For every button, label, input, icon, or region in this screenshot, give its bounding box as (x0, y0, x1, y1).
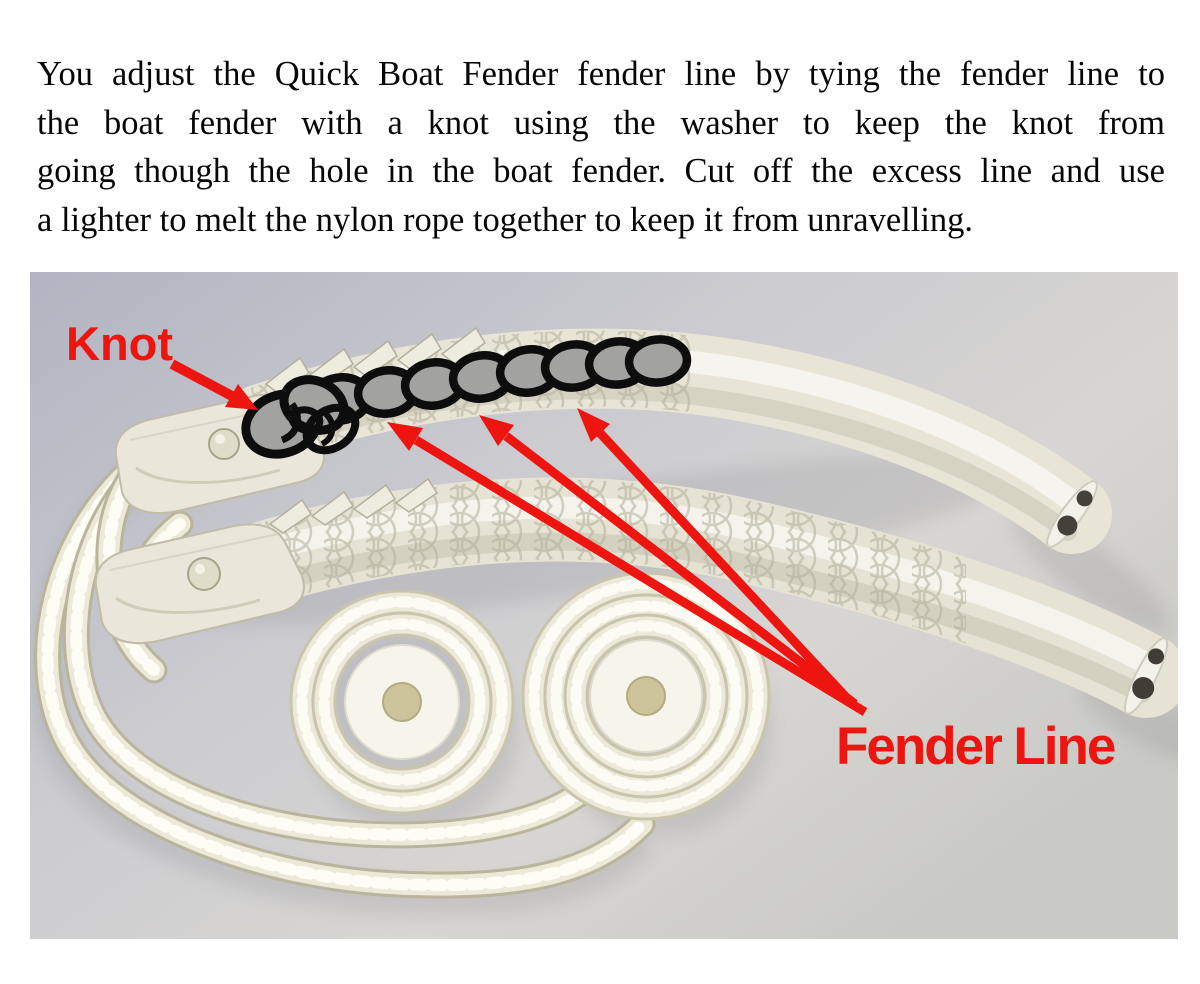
instruction-line-4: a lighter to melt the nylon rope togethe… (37, 200, 974, 239)
upper-tube-end (1046, 480, 1098, 548)
washer-right-hole (626, 676, 666, 716)
instruction-line-2: the boat fender with a knot using the wa… (37, 103, 1165, 142)
lower-hook-fins (268, 477, 439, 534)
lower-hook-head (94, 523, 305, 645)
upper-hook-button (208, 428, 240, 460)
lower-tube-end (1123, 637, 1169, 715)
rope-coil-left (289, 589, 515, 815)
knot-label: Knot (66, 317, 173, 370)
instruction-line-3: going though the hole in the boat fender… (37, 152, 1165, 190)
fender-line-label: Fender Line (836, 717, 1115, 776)
rope-coil-right (521, 571, 771, 821)
knot-drawing (241, 375, 360, 459)
lower-fender-hook (94, 477, 1178, 718)
instruction-text: You adjust the Quick Boat Fender fender … (37, 50, 1165, 244)
annotations: Knot Fender Line (66, 317, 1117, 776)
instruction-line-1: You adjust the Quick Boat Fender fender … (37, 55, 1165, 93)
knot-arrow (169, 359, 258, 410)
upper-hook-fins (264, 326, 487, 395)
washer-left-hole (382, 682, 422, 722)
fender-line-arrows (387, 408, 868, 716)
lower-hook-button (187, 557, 221, 591)
annotated-fender-photo: Knot Fender Line (30, 272, 1178, 939)
product-photo: Knot Fender Line (30, 272, 1178, 939)
